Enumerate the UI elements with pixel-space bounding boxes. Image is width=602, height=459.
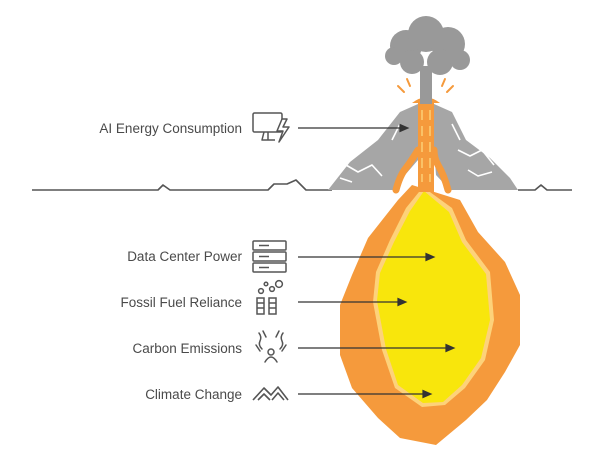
eruption-sparks	[397, 78, 454, 93]
label-ai-energy-consumption: AI Energy Consumption	[99, 121, 242, 136]
mountain-left	[328, 104, 418, 190]
emissions-person-icon	[255, 330, 287, 363]
label-data-center-power: Data Center Power	[127, 249, 242, 264]
computer-energy-icon	[252, 112, 290, 143]
lava-flow-left	[392, 146, 422, 194]
mountain-facets	[339, 123, 495, 183]
magma-core	[377, 191, 490, 403]
volcano-mountain	[328, 104, 518, 194]
mountain-right	[434, 104, 518, 190]
mountain-peaks-icon	[252, 386, 289, 401]
label-carbon-emissions: Carbon Emissions	[132, 341, 242, 356]
connector-arrows	[298, 123, 456, 399]
label-climate-change: Climate Change	[145, 387, 242, 402]
lava-conduit	[397, 78, 454, 192]
label-fossil-fuel-reliance: Fossil Fuel Reliance	[120, 295, 242, 310]
magma-chamber	[340, 185, 520, 445]
smoke-plume	[385, 16, 470, 104]
ground-line	[32, 179, 572, 191]
server-stack-icon	[252, 240, 287, 273]
factory-chimney-icon	[256, 279, 284, 315]
lava-flow-right	[430, 146, 452, 194]
